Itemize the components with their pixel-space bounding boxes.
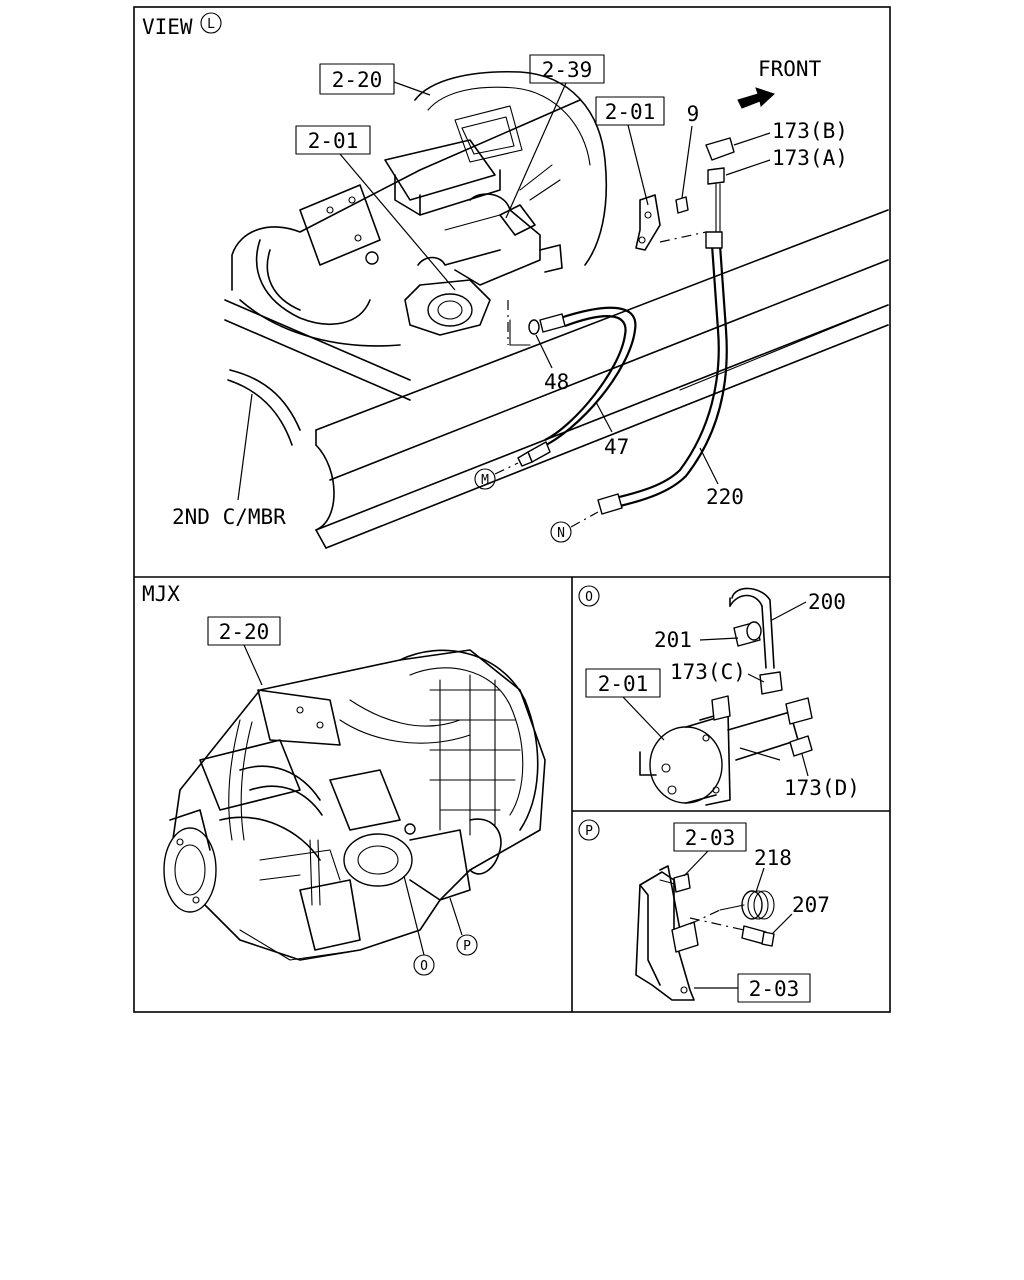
- circled-marker-o-title: O: [578, 585, 600, 607]
- circled-marker-o: O: [403, 875, 435, 976]
- panel-view-l: VIEW L FRONT 2ND C/MBR: [142, 12, 889, 549]
- hose-47: [517, 306, 637, 467]
- callouts-detail-p: 2-03 218 207 2-03: [673, 822, 830, 1003]
- ref-2-03-bottom: 2-03: [749, 977, 800, 1001]
- pipe-200: [729, 587, 775, 669]
- bolt-2-03: [659, 873, 691, 893]
- panel-detail-p: P 2-03 218: [578, 819, 830, 1003]
- circled-marker-p: P: [449, 897, 478, 956]
- crossmember-label: 2ND C/MBR: [172, 505, 286, 529]
- panel-title: VIEW: [142, 15, 193, 39]
- ref-2-01: 2-01: [598, 672, 649, 696]
- part-201: 201: [654, 628, 692, 652]
- circled-marker-p-title: P: [578, 819, 600, 841]
- part-9: 9: [687, 102, 700, 126]
- part-173a: 173(A): [772, 146, 848, 170]
- bolt-207: [741, 925, 775, 947]
- front-label: FRONT: [758, 57, 822, 81]
- svg-text:L: L: [207, 17, 215, 32]
- panel-frames: [133, 6, 891, 1013]
- ref-2-03-top: 2-03: [685, 826, 736, 850]
- frame-rail: [315, 209, 889, 549]
- part-200: 200: [808, 590, 846, 614]
- transmission-assembly: [163, 649, 546, 961]
- front-arrow-icon: [737, 87, 775, 109]
- callouts-detail-o: 200 201 173(C) 2-01 173(D): [585, 590, 860, 800]
- panel-title: MJX: [142, 582, 180, 606]
- part-173c: 173(C): [670, 660, 746, 684]
- part-173b: 173(B): [772, 119, 848, 143]
- svg-text:P: P: [585, 824, 593, 839]
- transmission-housing: [231, 70, 689, 347]
- svg-text:P: P: [463, 939, 471, 954]
- svg-text:O: O: [420, 959, 428, 974]
- second-crossmember: 2ND C/MBR: [172, 299, 411, 529]
- svg-text:M: M: [481, 473, 489, 488]
- washer-48: [528, 319, 540, 335]
- part-173d: 173(D): [784, 776, 860, 800]
- panel-mjx: MJX 2-20: [142, 582, 546, 976]
- panel-detail-o: O 200: [578, 585, 860, 806]
- fitting-173c: [759, 671, 783, 695]
- ref-2-39: 2-39: [542, 58, 593, 82]
- ref-2-01-right: 2-01: [605, 100, 656, 124]
- ref-2-20: 2-20: [219, 620, 270, 644]
- ref-2-01-left: 2-01: [308, 129, 359, 153]
- circled-marker-m: M: [474, 462, 519, 490]
- part-48: 48: [544, 370, 569, 394]
- svg-text:O: O: [585, 590, 593, 605]
- hose-220: [597, 231, 728, 515]
- part-218: 218: [754, 846, 792, 870]
- bracket: [635, 865, 699, 1001]
- ref-2-20: 2-20: [332, 68, 383, 92]
- master-cylinder: [639, 695, 813, 806]
- callouts-view-l: 2-20 2-39 2-01 2-01 9 173(B) 173(A) 48 4…: [295, 54, 848, 543]
- svg-text:N: N: [557, 526, 565, 541]
- clip-201: [733, 621, 762, 647]
- part-47: 47: [604, 435, 629, 459]
- circled-marker-l: L: [200, 12, 222, 34]
- part-220: 220: [706, 485, 744, 509]
- fittings-173ab: [705, 137, 735, 233]
- circled-marker-n: N: [550, 511, 599, 543]
- spring-218: [719, 890, 775, 920]
- part-207: 207: [792, 893, 830, 917]
